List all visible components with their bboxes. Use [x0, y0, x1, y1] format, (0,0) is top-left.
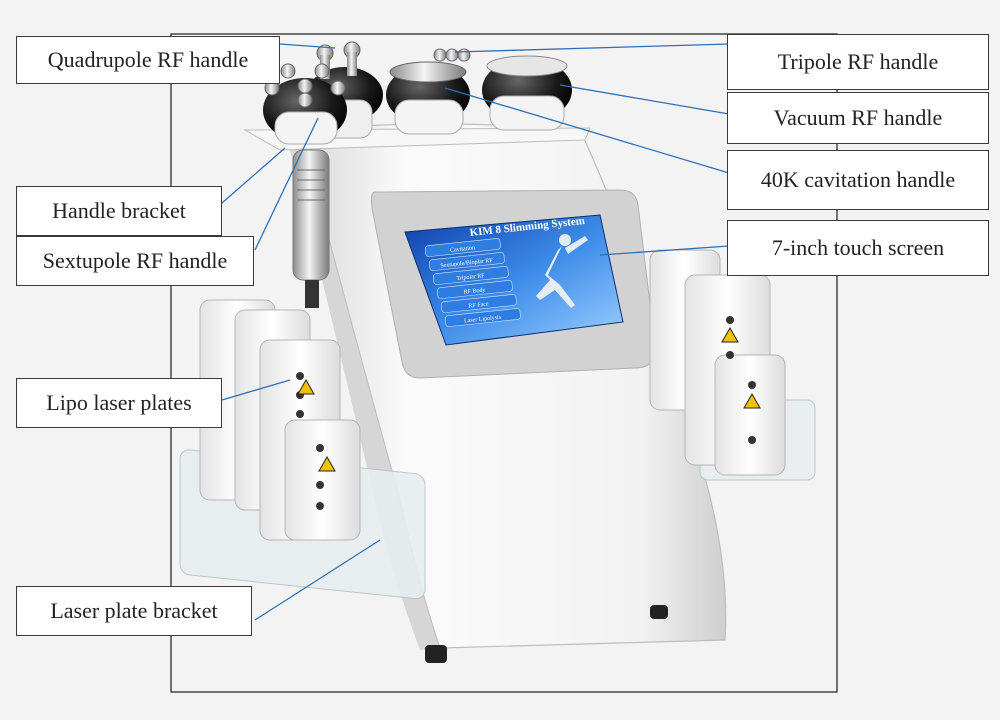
label-vacuum-rf-handle: Vacuum RF handle	[727, 92, 989, 144]
dancer-figure	[536, 234, 588, 308]
leader-vacuum	[559, 84, 730, 115]
label-quadrupole-rf-handle: Quadrupole RF handle	[16, 36, 280, 84]
leader-quadrupole	[279, 43, 336, 49]
screen-menu-button	[432, 266, 509, 285]
screen-menu-button	[444, 308, 521, 327]
cavitation-handle	[386, 48, 471, 135]
label-handle-bracket: Handle bracket	[16, 186, 222, 236]
leader-cavitation	[444, 87, 730, 174]
label-sextupole-rf-handle: Sextupole RF handle	[16, 236, 254, 286]
leader-sextupole	[254, 117, 319, 251]
label-lipo-laser-plates: Lipo laser plates	[16, 378, 222, 428]
screen-menu-label: RF Body	[463, 287, 485, 295]
foot	[425, 645, 447, 663]
screen-menu-label: Laser Lipolysis	[464, 315, 502, 325]
leader-handle-bracket	[221, 147, 286, 204]
label-touch-screen: 7-inch touch screen	[727, 220, 989, 276]
screen-menu-label: Tripolar RF	[456, 273, 485, 282]
frame-border	[170, 33, 838, 693]
label-laser-plate-bracket: Laser plate bracket	[16, 586, 252, 636]
leader-lines	[221, 43, 730, 621]
vacuum-rf-handle	[482, 55, 572, 131]
leader-lipo	[221, 379, 291, 401]
screen-menu-button	[424, 238, 501, 257]
screen-menu-label: Sextupole/Bioplar RF	[440, 258, 493, 270]
screen-menu-button	[440, 294, 517, 313]
leader-plate-bracket	[254, 539, 381, 621]
sextupole-rf-handle	[263, 63, 347, 145]
label-tripole-rf-handle: Tripole RF handle	[727, 34, 989, 90]
leader-tripole	[454, 43, 730, 53]
foot	[650, 605, 668, 619]
label-40k-cavitation-handle: 40K cavitation handle	[727, 150, 989, 210]
screen-menu-label: RF Face	[468, 302, 489, 310]
screen-menu-label: Cavitation	[450, 245, 475, 254]
screen-menu-button	[436, 280, 513, 299]
leader-touch-screen	[599, 245, 730, 256]
right-lipo-laser-plates	[649, 249, 816, 481]
screen-menu-button	[428, 252, 505, 271]
left-lipo-laser-plates	[179, 299, 426, 600]
